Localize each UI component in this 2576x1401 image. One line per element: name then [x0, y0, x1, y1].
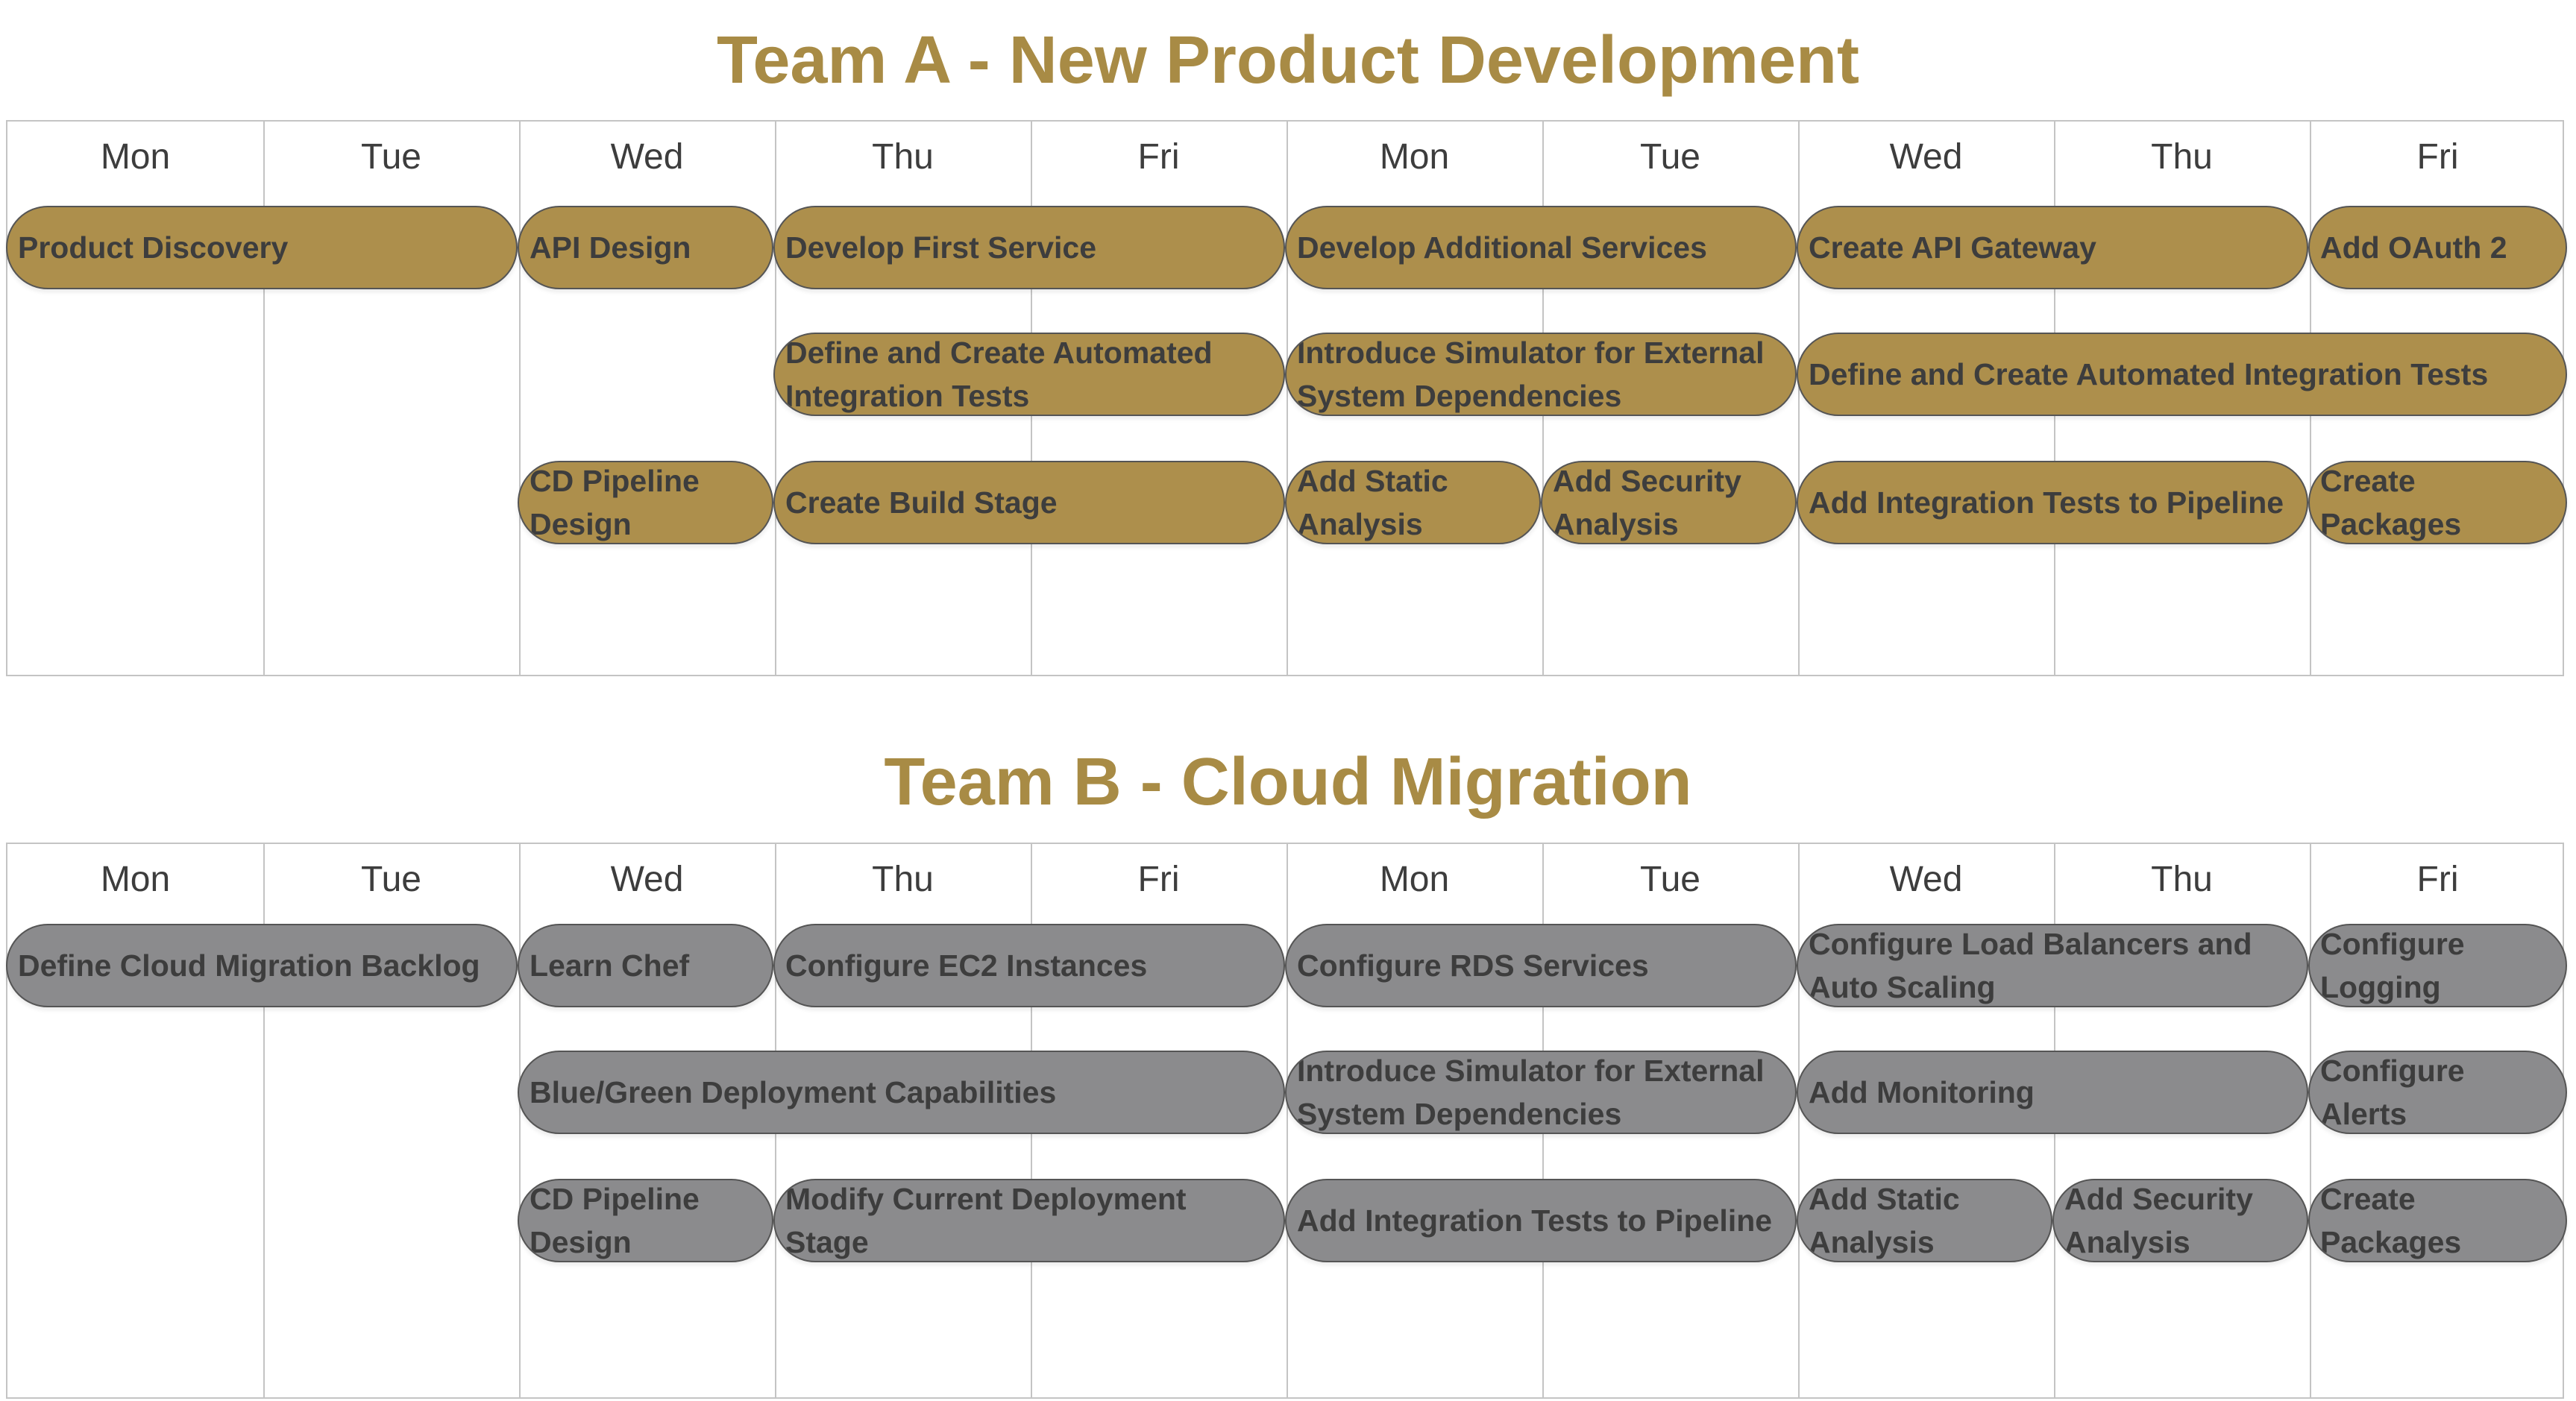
- task-label: Add Integration Tests to Pipeline: [1297, 1203, 1773, 1238]
- task-label: Configure Alerts: [2320, 1054, 2465, 1131]
- task-label: Introduce Simulator for External System …: [1297, 336, 1765, 413]
- day-label: Wed: [610, 860, 684, 899]
- task-label: Configure EC2 Instances: [785, 948, 1148, 983]
- task-label: Define and Create Automated Integration …: [1809, 357, 2489, 391]
- column-divider: [519, 122, 521, 675]
- task-label: Define and Create Automated Integration …: [785, 336, 1213, 413]
- task-label: Add Static Analysis: [1809, 1182, 1960, 1259]
- task-bar[interactable]: Add Static Analysis: [1285, 461, 1541, 544]
- column-divider: [1287, 844, 1288, 1397]
- column-divider: [1287, 122, 1288, 675]
- task-label: Create Build Stage: [785, 485, 1058, 520]
- column-divider: [263, 844, 265, 1397]
- task-bar[interactable]: Add Monitoring: [1797, 1051, 2308, 1134]
- task-label: Configure RDS Services: [1297, 948, 1649, 983]
- task-bar[interactable]: Define and Create Automated Integration …: [1797, 333, 2567, 416]
- day-label: Wed: [610, 137, 684, 177]
- task-label: Add Security Analysis: [1553, 464, 1741, 541]
- task-bar[interactable]: Develop Additional Services: [1285, 206, 1797, 289]
- day-label: Fri: [2416, 137, 2459, 177]
- day-label: Tue: [1640, 860, 1700, 899]
- task-bar[interactable]: Product Discovery: [6, 206, 518, 289]
- task-bar[interactable]: Add Security Analysis: [1541, 461, 1797, 544]
- task-bar[interactable]: Define Cloud Migration Backlog: [6, 924, 518, 1007]
- column-divider: [775, 122, 776, 675]
- task-label: API Design: [530, 230, 691, 265]
- task-bar[interactable]: Learn Chef: [518, 924, 773, 1007]
- task-label: CD Pipeline Design: [530, 464, 700, 541]
- task-bar[interactable]: Add Integration Tests to Pipeline: [1285, 1179, 1797, 1262]
- task-label: Configure Logging: [2320, 927, 2465, 1004]
- task-label: Add Monitoring: [1809, 1075, 2035, 1109]
- task-bar[interactable]: Blue/Green Deployment Capabilities: [518, 1051, 1285, 1134]
- task-bar[interactable]: Add OAuth 2: [2308, 206, 2567, 289]
- task-bar[interactable]: CD Pipeline Design: [518, 1179, 773, 1262]
- column-divider: [519, 844, 521, 1397]
- task-label: Configure Load Balancers and Auto Scalin…: [1809, 927, 2252, 1004]
- task-label: CD Pipeline Design: [530, 1182, 700, 1259]
- team-title: Team A - New Product Development: [717, 23, 1859, 98]
- day-label: Tue: [1640, 137, 1700, 177]
- task-bar[interactable]: Develop First Service: [773, 206, 1285, 289]
- task-bar[interactable]: API Design: [518, 206, 773, 289]
- task-bar[interactable]: Configure RDS Services: [1285, 924, 1797, 1007]
- task-bar[interactable]: Create Packages: [2308, 1179, 2567, 1262]
- task-label: Product Discovery: [18, 230, 289, 265]
- day-label: Mon: [100, 860, 171, 899]
- task-label: Modify Current Deployment Stage: [785, 1182, 1187, 1259]
- column-divider: [1798, 844, 1800, 1397]
- task-bar[interactable]: Configure Load Balancers and Auto Scalin…: [1797, 924, 2308, 1007]
- day-label: Thu: [872, 860, 934, 899]
- task-label: Develop First Service: [785, 230, 1097, 265]
- day-label: Wed: [1889, 860, 1963, 899]
- day-label: Wed: [1889, 137, 1963, 177]
- day-label: Mon: [100, 137, 171, 177]
- task-bar[interactable]: Modify Current Deployment Stage: [773, 1179, 1285, 1262]
- task-bar[interactable]: Add Integration Tests to Pipeline: [1797, 461, 2308, 544]
- task-label: Add OAuth 2: [2320, 230, 2507, 265]
- task-bar[interactable]: Configure Alerts: [2308, 1051, 2567, 1134]
- column-divider: [1798, 122, 1800, 675]
- task-bar[interactable]: Define and Create Automated Integration …: [773, 333, 1285, 416]
- column-divider: [2310, 844, 2311, 1397]
- task-bar[interactable]: Configure EC2 Instances: [773, 924, 1285, 1007]
- task-bar[interactable]: Create Build Stage: [773, 461, 1285, 544]
- task-label: Create Packages: [2320, 1182, 2462, 1259]
- task-bar[interactable]: Create Packages: [2308, 461, 2567, 544]
- day-label: Thu: [2151, 137, 2213, 177]
- task-label: Add Static Analysis: [1297, 464, 1448, 541]
- task-bar[interactable]: Add Security Analysis: [2052, 1179, 2308, 1262]
- team-title: Team B - Cloud Migration: [884, 745, 1692, 819]
- task-label: Learn Chef: [530, 948, 690, 983]
- column-divider: [263, 122, 265, 675]
- task-bar[interactable]: CD Pipeline Design: [518, 461, 773, 544]
- task-bar[interactable]: Add Static Analysis: [1797, 1179, 2052, 1262]
- task-label: Add Security Analysis: [2064, 1182, 2253, 1259]
- day-label: Fri: [1137, 137, 1180, 177]
- task-bar[interactable]: Create API Gateway: [1797, 206, 2308, 289]
- schedule-grid: Mon Tue Wed Thu Fri Mon Tue Wed Thu Fri: [6, 843, 2564, 1399]
- day-label: Tue: [361, 137, 421, 177]
- task-label: Develop Additional Services: [1297, 230, 1707, 265]
- day-label: Fri: [1137, 860, 1180, 899]
- task-label: Create API Gateway: [1809, 230, 2096, 265]
- day-label: Mon: [1379, 137, 1450, 177]
- day-label: Thu: [2151, 860, 2213, 899]
- task-label: Create Packages: [2320, 464, 2462, 541]
- task-bar[interactable]: Introduce Simulator for External System …: [1285, 1051, 1797, 1134]
- task-label: Define Cloud Migration Backlog: [18, 948, 480, 983]
- day-label: Fri: [2416, 860, 2459, 899]
- task-label: Add Integration Tests to Pipeline: [1809, 485, 2284, 520]
- task-bar[interactable]: Configure Logging: [2308, 924, 2567, 1007]
- day-label: Tue: [361, 860, 421, 899]
- task-label: Blue/Green Deployment Capabilities: [530, 1075, 1057, 1109]
- task-label: Introduce Simulator for External System …: [1297, 1054, 1765, 1131]
- task-bar[interactable]: Introduce Simulator for External System …: [1285, 333, 1797, 416]
- day-label: Thu: [872, 137, 934, 177]
- day-label: Mon: [1379, 860, 1450, 899]
